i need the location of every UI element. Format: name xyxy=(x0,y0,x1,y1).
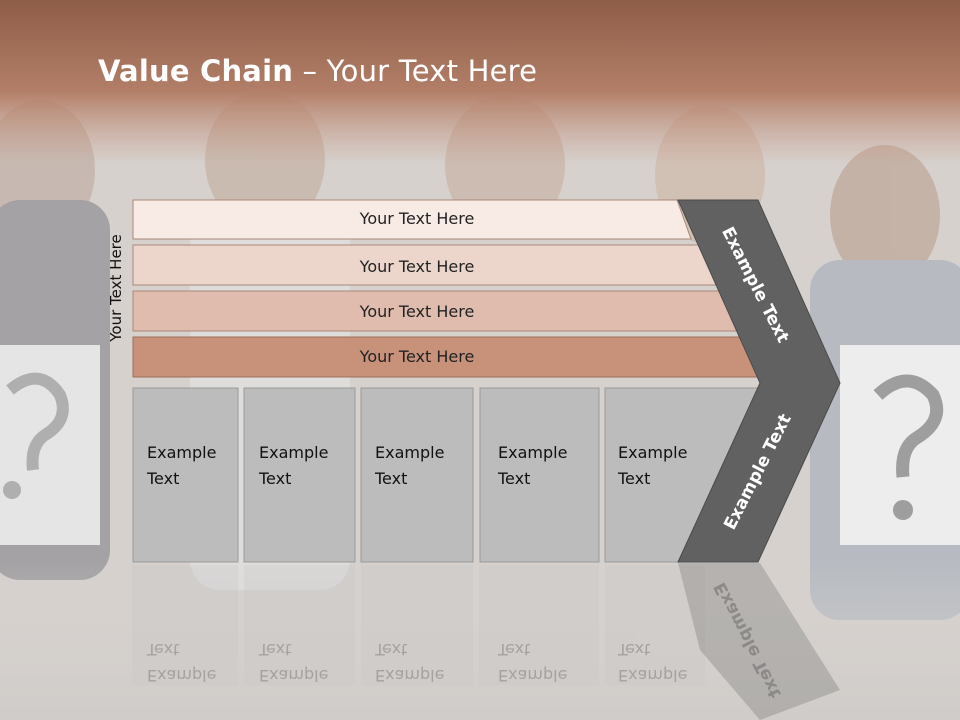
box-3-reflection-line2: Text xyxy=(375,640,408,659)
value-box-2 xyxy=(243,387,356,563)
bar-4-label: Your Text Here xyxy=(359,347,475,366)
box-2-reflection-line1: Example xyxy=(259,666,329,685)
box-3-line2: Text xyxy=(375,469,408,488)
bar-1-label: Your Text Here xyxy=(359,209,475,228)
box-5-line1: Example xyxy=(618,443,688,462)
box-4-line2: Text xyxy=(498,469,531,488)
box-5-reflection-line1: Example xyxy=(618,666,688,685)
title-bold: Value Chain xyxy=(98,54,294,88)
bar-3-label: Your Text Here xyxy=(359,302,475,321)
box-1-line2: Text xyxy=(147,469,180,488)
title-rest: – Your Text Here xyxy=(293,54,538,88)
bar-1 xyxy=(132,199,692,240)
box-1-reflection-line1: Example xyxy=(147,666,217,685)
box-5-reflection-line2: Text xyxy=(618,640,651,659)
box-2-line1: Example xyxy=(259,443,329,462)
value-box-3 xyxy=(360,387,474,563)
box-3-reflection: Example Text xyxy=(375,636,475,688)
box-4-reflection: Example Text xyxy=(498,636,598,688)
box-2-reflection: Example Text xyxy=(259,636,359,688)
side-label: Your Text Here xyxy=(107,234,125,342)
box-2-reflection-line2: Text xyxy=(259,640,292,659)
box-4-line1: Example xyxy=(498,443,568,462)
box-1-line1: Example xyxy=(147,443,217,462)
box-2-line2: Text xyxy=(259,469,292,488)
bar-2-label: Your Text Here xyxy=(359,257,475,276)
value-box-1 xyxy=(132,387,239,563)
box-4-reflection-line1: Example xyxy=(498,666,568,685)
slide-title: Value Chain – Your Text Here xyxy=(98,54,537,88)
chevron-arrow xyxy=(677,199,841,563)
box-1-reflection-line2: Text xyxy=(147,640,180,659)
value-box-4 xyxy=(479,387,600,563)
box-1-reflection: Example Text xyxy=(147,636,247,688)
box-5-reflection: Example Text xyxy=(618,636,718,688)
box-4-reflection-line2: Text xyxy=(498,640,531,659)
box-3-reflection-line1: Example xyxy=(375,666,445,685)
box-3-line1: Example xyxy=(375,443,445,462)
box-5-line2: Text xyxy=(618,469,651,488)
